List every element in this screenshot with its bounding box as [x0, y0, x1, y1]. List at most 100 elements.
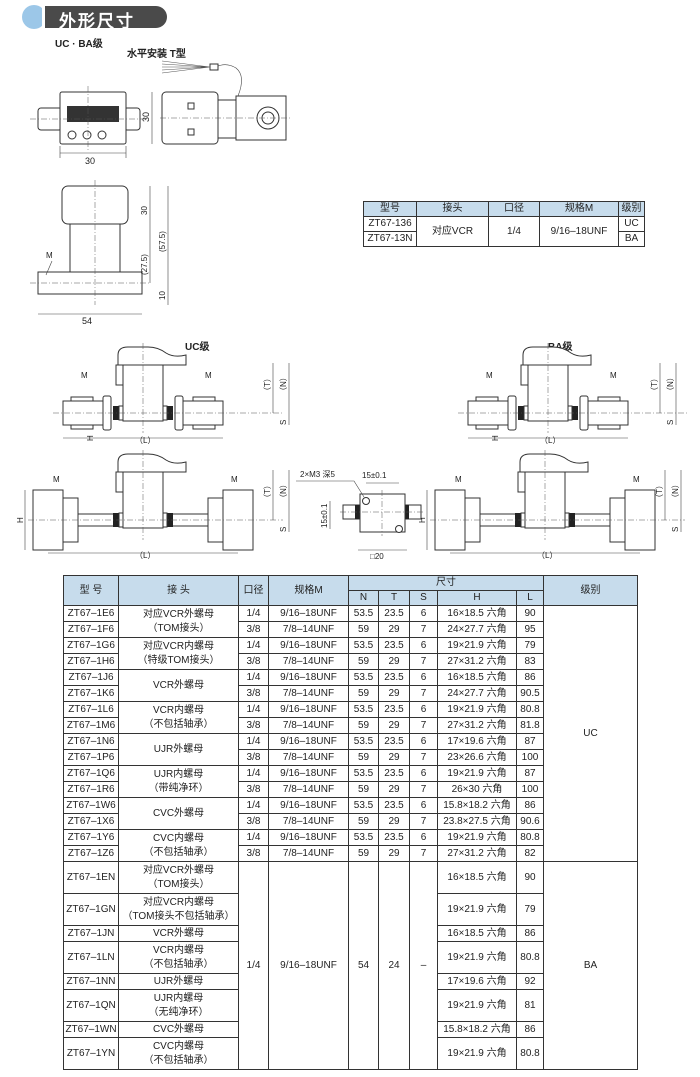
model-cell: ZT67–1NN: [63, 973, 119, 990]
connector-line: CVC外螺母: [152, 807, 205, 819]
dim-length-54: 54: [82, 316, 92, 326]
port-cell: 1/4: [238, 605, 269, 622]
n-cell: 59: [348, 621, 379, 638]
connector-cell: UJR外螺母: [118, 733, 239, 766]
h-cell: 16×18.5 六角: [437, 925, 517, 942]
connector-line: 对应VCR内螺母: [142, 640, 215, 652]
port-cell: 3/8: [238, 845, 269, 862]
thread-cell: 7/8–14UNF: [268, 813, 349, 830]
h-cell: 23×26.6 六角: [437, 749, 517, 766]
t-cell: 29: [378, 621, 410, 638]
screw-hole-label: 2×M3 深5: [300, 470, 335, 479]
t-dim: （T）: [263, 374, 272, 395]
dim-27-5: (27.5): [140, 254, 149, 275]
model-cell: ZT67–1J6: [63, 669, 119, 686]
thread-cell: 7/8–14UNF: [268, 781, 349, 798]
section-title: 外形尺寸: [59, 12, 135, 32]
model-cell: ZT67–1JN: [63, 925, 119, 942]
port-cell: 3/8: [238, 749, 269, 766]
t-cell: 29: [378, 845, 410, 862]
t-dim: （T）: [655, 481, 664, 502]
m-label: M: [486, 371, 493, 380]
l-cell: 86: [516, 925, 544, 942]
t-cell: 23.5: [378, 701, 410, 718]
thread-cell: 7/8–14UNF: [268, 845, 349, 862]
connector-line: CVC外螺母: [152, 1023, 205, 1035]
port-cell: 1/4: [238, 637, 269, 654]
grade-cell: BA: [543, 861, 638, 1070]
thread-cell: 7/8–14UNF: [268, 717, 349, 734]
model-cell: ZT67–1EN: [63, 861, 119, 894]
connector-line: UJR内螺母: [153, 768, 204, 780]
connector-cell: VCR外螺母: [118, 669, 239, 702]
model-cell: ZT67–1YN: [63, 1037, 119, 1070]
connector-line: 对应VCR外螺母: [142, 608, 215, 620]
t-cell: 29: [378, 813, 410, 830]
s-cell: 7: [409, 717, 438, 734]
l-cell: 90.5: [516, 685, 544, 702]
connector-line: CVC内螺母: [152, 1040, 205, 1052]
l-cell: 87: [516, 733, 544, 750]
model-cell: ZT67–1X6: [63, 813, 119, 830]
l-dim: （L）: [135, 436, 155, 445]
thread-cell: 7/8–14UNF: [268, 685, 349, 702]
h-cell: 17×19.6 六角: [437, 733, 517, 750]
model-cell: ZT67–1P6: [63, 749, 119, 766]
t-cell: 29: [378, 653, 410, 670]
connector-line: （TOM接头）: [147, 878, 210, 890]
connector-line: 对应VCR内螺母: [142, 896, 215, 908]
t-cell: 23.5: [378, 829, 410, 846]
col-header-port: 口径: [238, 575, 269, 606]
l-dim: （L）: [540, 436, 560, 445]
connector-cell: 对应VCR外螺母 （TOM接头）: [118, 605, 239, 638]
l-cell: 86: [516, 1021, 544, 1038]
pitch-vertical: 15±0.1: [320, 503, 329, 528]
t-cell: 23.5: [378, 733, 410, 750]
connector-cell: VCR外螺母: [118, 925, 239, 942]
t-cell: 29: [378, 717, 410, 734]
l-cell: 90.6: [516, 813, 544, 830]
connector-cell: CVC内螺母（不包括轴承）: [118, 829, 239, 862]
dimension-drawings: UC · BA级 水平安装 T型 30 30 M 54 30: [16, 37, 688, 561]
n-cell: 53.5: [348, 637, 379, 654]
port-cell: 1/4: [238, 733, 269, 750]
connector-line: （TOM接头）: [147, 622, 210, 634]
connector-cell: 对应VCR内螺母（特级TOM接头）: [118, 637, 239, 670]
connector-cell: 对应VCR外螺母（TOM接头）: [118, 861, 239, 894]
l-cell: 86: [516, 797, 544, 814]
h-cell: 19×21.9 六角: [437, 765, 517, 782]
model-cell: ZT67–1N6: [63, 733, 119, 750]
n-dim: （N）: [279, 373, 288, 395]
dim-width: 30: [85, 156, 95, 166]
col-header-l: L: [516, 590, 544, 606]
t-cell: 24: [378, 861, 410, 1070]
h-dim: H: [418, 517, 427, 523]
l-cell: 80.8: [516, 1037, 544, 1070]
t-dim: （T）: [263, 481, 272, 502]
h-cell: 27×31.2 六角: [437, 717, 517, 734]
l-cell: 80.8: [516, 701, 544, 718]
s-cell: 7: [409, 781, 438, 798]
port-cell: 1/4: [238, 797, 269, 814]
connector-cell: 对应VCR: [416, 216, 489, 247]
m-label: M: [455, 475, 462, 484]
h-cell: 16×18.5 六角: [437, 669, 517, 686]
l-cell: 80.8: [516, 829, 544, 846]
l-cell: 92: [516, 973, 544, 990]
s-cell: 6: [409, 605, 438, 622]
m-label: M: [205, 371, 212, 380]
m-label: M: [231, 475, 238, 484]
s-cell: 6: [409, 701, 438, 718]
l-cell: 81.8: [516, 717, 544, 734]
col-header: 规格M: [539, 201, 619, 217]
thread-cell: 9/16–18UNF: [268, 701, 349, 718]
col-header: 型号: [363, 201, 417, 217]
